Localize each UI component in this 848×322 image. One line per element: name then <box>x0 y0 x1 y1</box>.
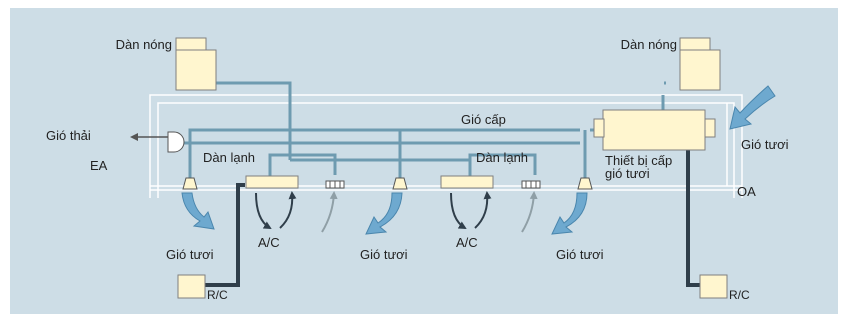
supply-air-label: Gió cấp <box>461 112 506 127</box>
fresh-air-unit-icon <box>593 109 716 151</box>
indoor-unit-2-label: Dàn lạnh <box>476 150 528 165</box>
indoor-unit-1-icon <box>245 175 299 189</box>
fresh-air-unit-label-line2: gió tươi <box>605 166 650 181</box>
remote-left-label: R/C <box>207 288 228 302</box>
remote-controller-left-icon <box>177 274 206 299</box>
outdoor-unit-left-label: Dàn nóng <box>116 37 172 52</box>
fresh-air-intake-label: Gió tươi <box>741 137 789 152</box>
remote-controller-right-icon <box>699 274 728 299</box>
fresh-air-outlet-3-label: Gió tươi <box>556 247 604 262</box>
exhaust-air-label: Gió thải <box>46 128 91 143</box>
airflow-arrow-icon <box>181 85 776 235</box>
indoor-unit-1-label: Dàn lạnh <box>203 150 255 165</box>
indoor-unit-2-icon <box>440 175 494 189</box>
ac-circulation-arrows <box>255 191 492 229</box>
ac-label-2: A/C <box>456 235 478 250</box>
fresh-air-outlet-2-label: Gió tươi <box>360 247 408 262</box>
control-wiring <box>205 140 700 287</box>
outdoor-unit-right-icon <box>679 37 721 91</box>
return-air-arrows <box>321 191 538 233</box>
fresh-air-outlet-1-label: Gió tươi <box>166 247 214 262</box>
diffuser-icon <box>182 177 593 190</box>
outdoor-air-code-label: OA <box>737 184 756 199</box>
exhaust-hood-icon <box>130 131 185 153</box>
outdoor-unit-right-label: Dàn nóng <box>621 37 677 52</box>
return-grille-icon <box>325 180 541 189</box>
exhaust-code-label: EA <box>90 158 108 173</box>
outdoor-unit-left-icon <box>175 37 217 91</box>
remote-right-label: R/C <box>729 288 750 302</box>
fresh-air-unit-label-line1: Thiết bị cấp <box>605 153 672 168</box>
ac-label-1: A/C <box>258 235 280 250</box>
